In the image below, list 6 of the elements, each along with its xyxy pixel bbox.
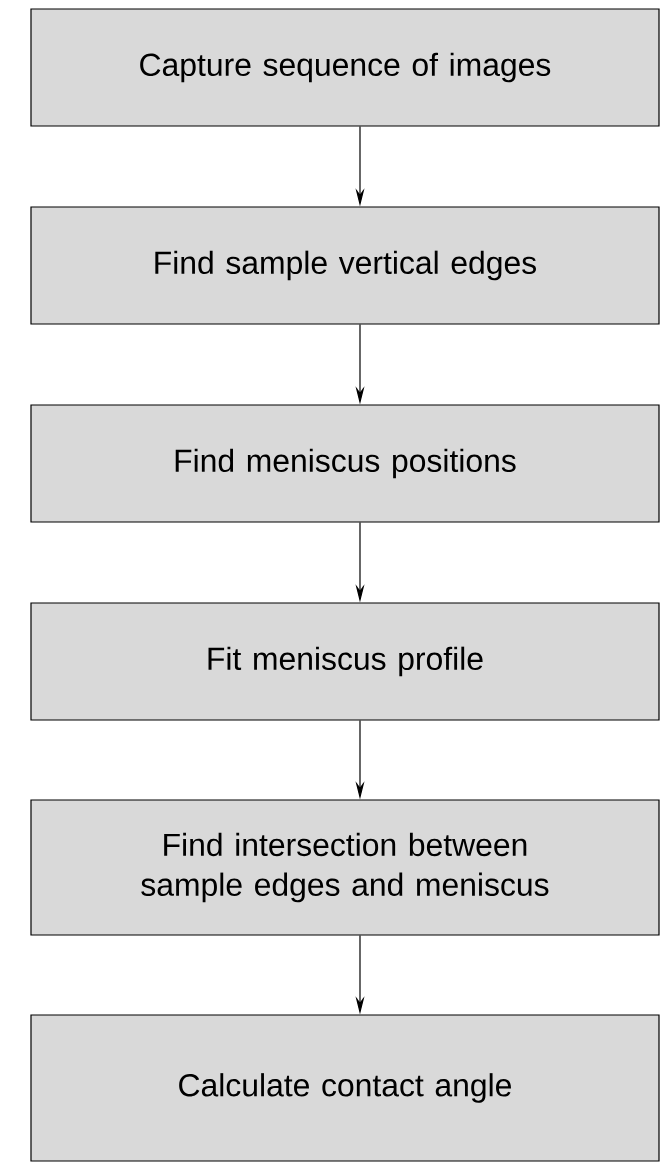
process-box: Fit meniscus profile xyxy=(30,602,660,721)
process-box: Calculate contact angle xyxy=(30,1014,660,1162)
process-box: Find sample vertical edges xyxy=(30,206,660,325)
process-box: Find intersection between sample edges and meniscus xyxy=(30,799,660,936)
process-box: Capture sequence of images xyxy=(30,8,660,127)
process-box: Find meniscus positions xyxy=(30,404,660,523)
